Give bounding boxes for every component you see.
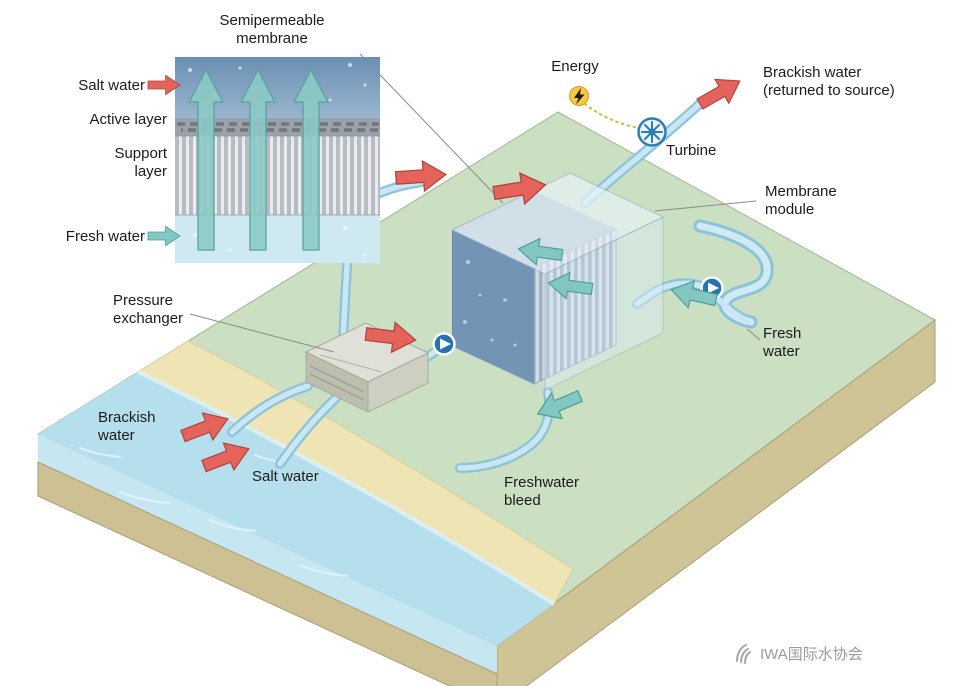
- inset-active-layer-label: Active layer: [89, 111, 167, 128]
- island-terrain: [36, 111, 936, 686]
- terrain-side-southeast: [496, 319, 936, 686]
- energy-dotted-line: [584, 103, 640, 129]
- semipermeable-membrane-label: Semipermeable membrane: [219, 12, 325, 48]
- inset-support-layer-label: Support layer: [114, 145, 167, 181]
- fresh-water-label: Fresh water: [763, 325, 802, 361]
- brackish-water-label: Brackish water: [98, 409, 156, 445]
- module-stack-dark-face: [452, 230, 534, 384]
- energy-bolt-icon: [569, 86, 589, 106]
- pump-icon: [432, 332, 456, 356]
- inset-fresh-water-label: Fresh water: [65, 228, 145, 245]
- brackish-returned-label: Brackish water (returned to source): [763, 64, 895, 100]
- freshwater-bleed-label: Freshwater bleed: [504, 474, 580, 510]
- pressure-exchanger-label: Pressure exchanger: [113, 292, 184, 328]
- osmosis-flow-arrows: [188, 69, 329, 251]
- watermark: IWA国际水协会: [733, 641, 863, 665]
- pressure-exchanger: [304, 322, 430, 413]
- turbine-label: Turbine: [666, 142, 717, 159]
- callout-pressure-exchanger: [189, 313, 335, 353]
- callout-semipermeable-membrane: [359, 53, 504, 204]
- shoreline-highlight: [137, 370, 556, 606]
- salt-water-label: Salt water: [252, 468, 319, 485]
- callout-lines: [189, 53, 761, 353]
- watermark-text: IWA国际水协会: [760, 645, 863, 663]
- membrane-module: [450, 172, 665, 391]
- energy-label: Energy: [551, 58, 599, 75]
- terrain-side-southwest-water: [38, 434, 497, 674]
- terrain-side-southwest-earth: [37, 461, 498, 686]
- water-waves: [79, 447, 349, 577]
- sea-water: [38, 372, 554, 646]
- callout-fresh-water: [746, 328, 761, 341]
- callout-membrane-module: [654, 200, 757, 212]
- membrane-module-label: Membrane module: [765, 183, 837, 219]
- turbine-icon: [637, 117, 667, 147]
- module-bubbles: [463, 260, 517, 347]
- membrane-inset: [147, 57, 380, 263]
- iwa-logo-icon: [736, 644, 751, 664]
- inset-salt-water-label: Salt water: [78, 77, 145, 94]
- inset-active-layer: [175, 119, 380, 136]
